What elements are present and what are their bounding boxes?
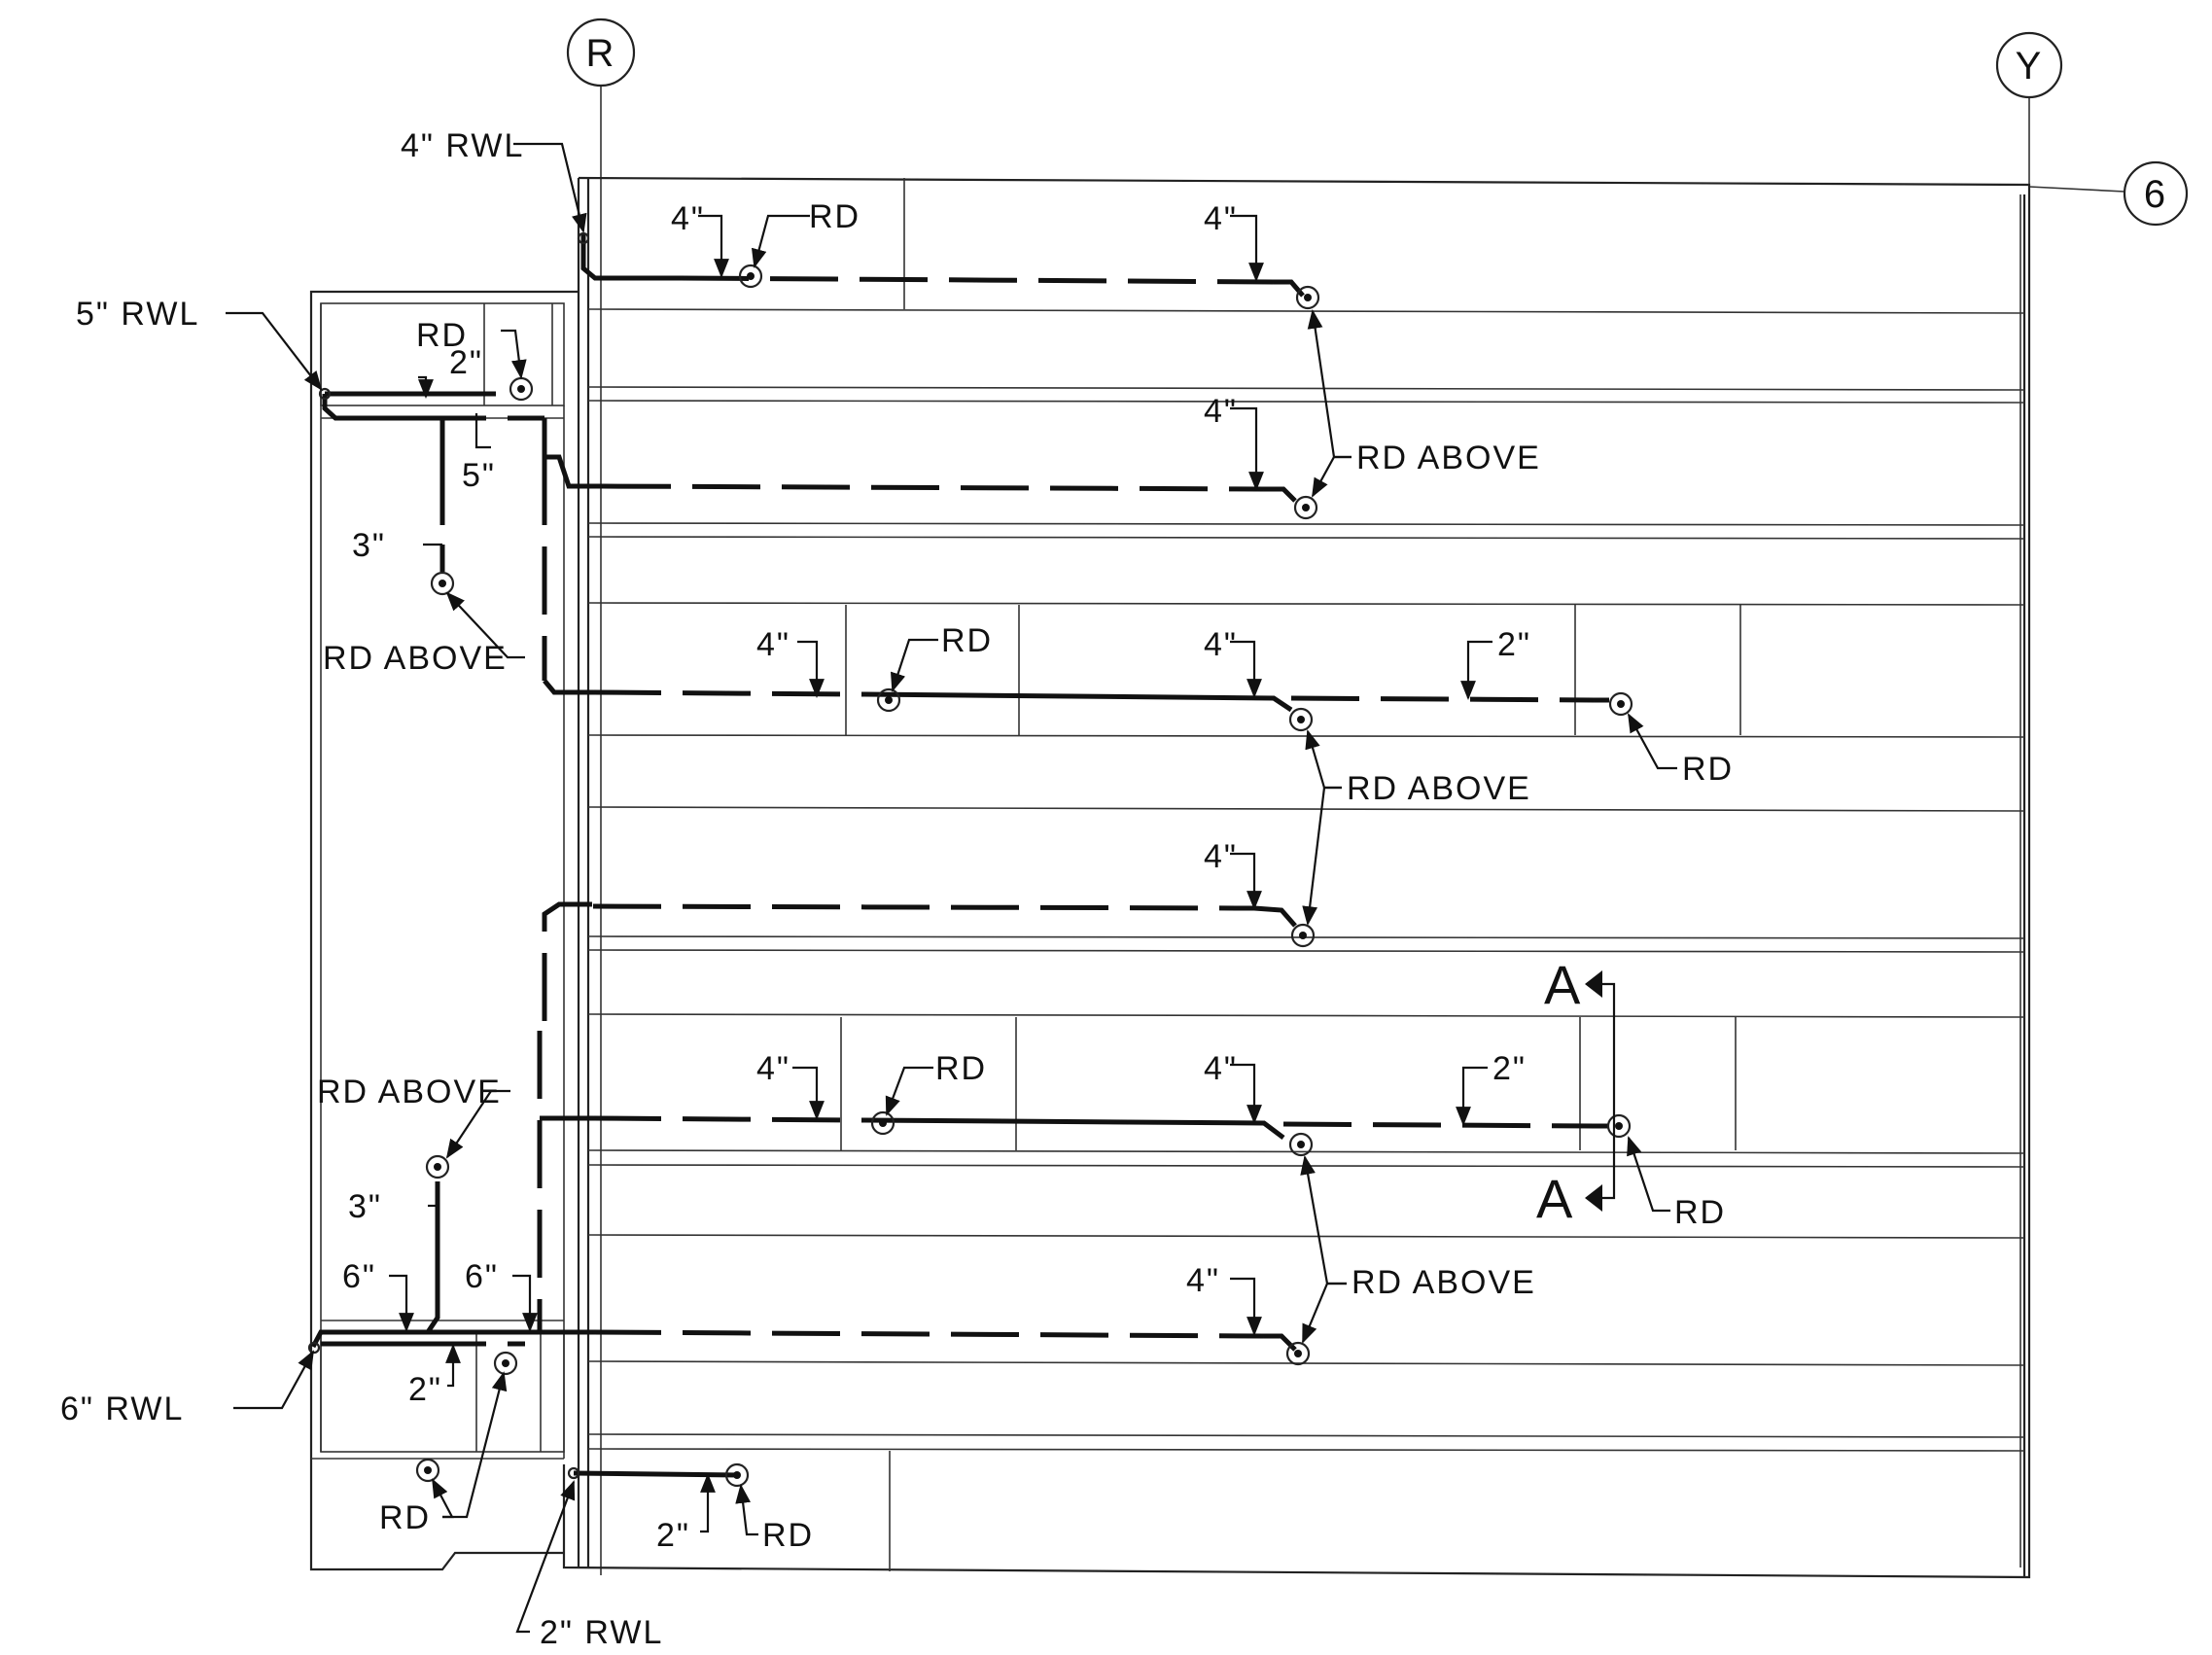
pipe-size-label: 4"	[671, 200, 705, 237]
drain-symbol	[1293, 495, 1318, 520]
size-leaders	[389, 214, 1492, 1533]
rwl-marker	[577, 231, 590, 245]
section-label-bottom: A	[1536, 1168, 1574, 1229]
pipe-size-label: 6"	[465, 1258, 499, 1295]
pipe-size-label: 4"	[1204, 1050, 1238, 1087]
rwl-label-4: 4" RWL	[401, 127, 524, 164]
section-label-top: A	[1544, 954, 1582, 1015]
drain-symbol	[876, 687, 901, 713]
roof-drains	[307, 231, 1633, 1488]
section-cut-a: A A	[1536, 954, 1616, 1229]
rwl-marker	[318, 387, 332, 401]
rd-above-label: RD ABOVE	[1352, 1264, 1536, 1301]
drain-symbol	[1290, 923, 1316, 948]
pipe-size-label: 2"	[1492, 1050, 1527, 1087]
grid-bubble-6: 6	[2123, 160, 2189, 227]
pipe-size-label: 3"	[352, 527, 386, 564]
grid-label-6: 6	[2144, 173, 2167, 216]
grid-label-r: R	[586, 32, 616, 75]
drain-symbol	[738, 264, 763, 289]
pipe-size-label: 4"	[1204, 200, 1238, 237]
drain-symbol	[415, 1458, 440, 1483]
drain-symbol	[1295, 285, 1320, 310]
pipe-size-label: 2"	[1497, 626, 1531, 663]
pipe-size-label: 2"	[449, 344, 483, 381]
rd-label: RD	[809, 198, 860, 235]
drain-symbol	[1288, 707, 1314, 732]
pipe-size-label: 3"	[348, 1188, 382, 1225]
storm-piping	[310, 233, 1609, 1478]
drain-symbol	[430, 571, 455, 596]
drain-symbol	[425, 1154, 450, 1180]
grid-lines	[600, 86, 2125, 1575]
drain-symbol	[1288, 1132, 1314, 1157]
rd-above-label: RD ABOVE	[317, 1074, 502, 1110]
callout-leaders	[226, 142, 1677, 1634]
drain-symbol	[493, 1351, 518, 1376]
rd-label: RD	[379, 1499, 431, 1536]
rwl-label-2: 2" RWL	[540, 1614, 663, 1651]
grid-bubble-r: R	[566, 18, 636, 88]
rd-label: RD	[762, 1517, 814, 1554]
drain-symbol	[870, 1110, 895, 1136]
pipe-size-label: 2"	[656, 1517, 690, 1554]
rwl-marker	[567, 1466, 580, 1480]
rd-label: RD	[941, 622, 993, 659]
pipe-size-label: 4"	[756, 1050, 790, 1087]
pipe-size-label: 4"	[756, 626, 790, 663]
pipe-size-label: 4"	[1204, 838, 1238, 875]
rd-above-label: RD ABOVE	[1347, 770, 1531, 807]
pipe-size-label: 5"	[462, 457, 496, 494]
rd-above-label: RD ABOVE	[1356, 440, 1541, 476]
rwl-label-5: 5" RWL	[76, 296, 199, 333]
pipe-size-label: 4"	[1204, 626, 1238, 663]
drain-symbol	[1606, 1113, 1632, 1139]
pipe-size-label: 2"	[408, 1371, 442, 1408]
rd-label: RD	[416, 317, 468, 354]
rd-label: RD	[1682, 751, 1734, 788]
rwl-label-6: 6" RWL	[60, 1391, 184, 1427]
drain-symbol	[1608, 691, 1633, 717]
rd-label: RD	[1674, 1194, 1726, 1231]
pipe-size-label: 4"	[1204, 393, 1238, 430]
pipe-size-label: 4"	[1186, 1262, 1220, 1299]
building-outline	[309, 176, 2031, 1579]
grid-label-y: Y	[2016, 45, 2044, 88]
rd-above-label: RD ABOVE	[323, 640, 508, 677]
rd-label: RD	[935, 1050, 987, 1087]
pipe-size-label: 6"	[342, 1258, 376, 1295]
rwl-marker	[307, 1341, 321, 1355]
roof-bays	[587, 178, 2025, 1571]
drain-symbol	[509, 376, 534, 402]
drain-symbol	[1285, 1341, 1311, 1366]
grid-bubble-y: Y	[1995, 31, 2063, 99]
